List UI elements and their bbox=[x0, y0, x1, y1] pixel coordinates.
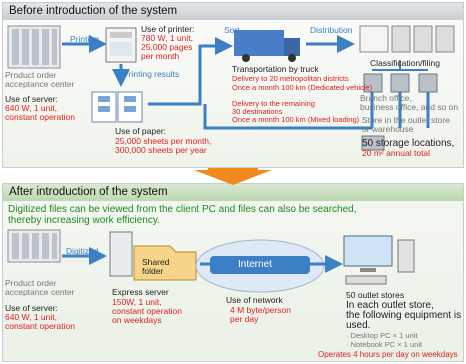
server-label: Use of server: bbox=[5, 94, 58, 104]
sort-label: Sort bbox=[224, 25, 240, 35]
branch-line1: Branch office, bbox=[360, 93, 412, 103]
server-spec-1: 640 W, 1 unit, bbox=[5, 103, 57, 113]
route-connector bbox=[203, 104, 372, 130]
remaining-line3: Once a month 100 km (Mixed loading) bbox=[232, 115, 360, 124]
after-server-spec-2: constant operation bbox=[5, 321, 75, 331]
paper-spec-1: 25,000 sheets per month, bbox=[115, 136, 212, 146]
after-panel: After introduction of the system bbox=[2, 183, 464, 362]
remaining-line2: 30 destinations bbox=[232, 107, 283, 116]
express-label: Express server bbox=[112, 287, 169, 297]
outlet-line2: In each outlet store, bbox=[346, 300, 434, 311]
printer-spec-3: per month bbox=[141, 51, 180, 61]
equipment-1: · Desktop PC × 1 unit bbox=[346, 331, 418, 340]
building-icons bbox=[361, 73, 438, 151]
server-rack-icon bbox=[7, 25, 61, 69]
paper-spec-2: 300,000 sheets per year bbox=[115, 145, 207, 155]
client-pc-icon bbox=[343, 235, 415, 285]
outlet-line4: used. bbox=[346, 320, 371, 331]
printing-label: Printing bbox=[70, 34, 99, 44]
storage-area: 20 m² annual total bbox=[362, 148, 431, 158]
store-line1: Store in the outlet store bbox=[362, 115, 450, 125]
server-spec-2: constant operation bbox=[5, 112, 75, 122]
classification-label: Classification/filing bbox=[370, 58, 440, 68]
network-spec-2: per day bbox=[230, 314, 259, 324]
folders-icon bbox=[359, 25, 455, 53]
internet-label: Internet bbox=[238, 259, 272, 270]
truck-label: Transportation by truck bbox=[232, 64, 319, 74]
store-line2: or warehouse bbox=[362, 124, 414, 134]
after-server-label: Use of server: bbox=[5, 303, 58, 313]
product-center-line1: Product order bbox=[5, 70, 57, 80]
remaining-line1: Delivery to the remaining bbox=[232, 99, 315, 108]
network-spec-1: 4 M byte/person bbox=[230, 305, 291, 315]
equipment-2: · Notebook PC × 1 unit bbox=[346, 340, 423, 349]
distribution-label: Distribution bbox=[310, 25, 353, 35]
transition-arrow bbox=[194, 168, 272, 185]
shared-folder-1: Shared bbox=[142, 257, 170, 267]
storage-count: 50 storage locations, bbox=[362, 138, 455, 149]
digitized-label: Digitized bbox=[66, 246, 99, 256]
express-spec-2: constant operation bbox=[112, 306, 182, 316]
express-server-icon bbox=[109, 231, 197, 281]
product-center-line2: acceptance center bbox=[5, 79, 75, 89]
sort-connector bbox=[148, 37, 233, 106]
server-rack-icon-after bbox=[7, 229, 61, 263]
printer-spec-2: 25,000 pages bbox=[141, 42, 193, 52]
after-product-center-2: acceptance center bbox=[5, 287, 75, 297]
after-headline-2: thereby increasing work efficiency. bbox=[8, 215, 160, 226]
network-label: Use of network bbox=[226, 295, 283, 305]
after-product-center-1: Product order bbox=[5, 278, 57, 288]
paper-label: Use of paper: bbox=[115, 126, 167, 136]
outlet-line1: 50 outlet stores bbox=[346, 290, 405, 300]
before-header: Before introduction of the system bbox=[3, 3, 463, 20]
printing-results-label: Printing results bbox=[123, 69, 180, 79]
truck-line1: Delivery to 20 metropolitan districts bbox=[232, 74, 349, 83]
hours-label: Operates 4 hours per day on weekdays bbox=[318, 350, 458, 359]
outlet-line3: the following equipment is bbox=[346, 310, 462, 321]
express-spec-1: 150W, 1 unit, bbox=[112, 297, 162, 307]
express-spec-3: on weekdays bbox=[112, 315, 162, 325]
internet-cloud bbox=[195, 239, 325, 293]
printer-spec-1: 780 W, 1 unit, bbox=[141, 33, 193, 43]
paper-stack-icon bbox=[91, 91, 143, 123]
truck-icon bbox=[234, 30, 300, 62]
after-server-spec-1: 640 W, 1 unit, bbox=[5, 312, 57, 322]
shared-folder-2: folder bbox=[142, 266, 164, 276]
after-header: After introduction of the system bbox=[3, 184, 463, 201]
truck-line2: Once a month 100 km (Dedicated vehicle) bbox=[232, 83, 373, 92]
printer-label: Use of printer: bbox=[141, 24, 195, 34]
branch-line2: business office, and so on bbox=[360, 102, 459, 112]
printer-icon bbox=[105, 27, 137, 63]
after-headline-1: Digitized files can be viewed from the c… bbox=[8, 204, 357, 215]
